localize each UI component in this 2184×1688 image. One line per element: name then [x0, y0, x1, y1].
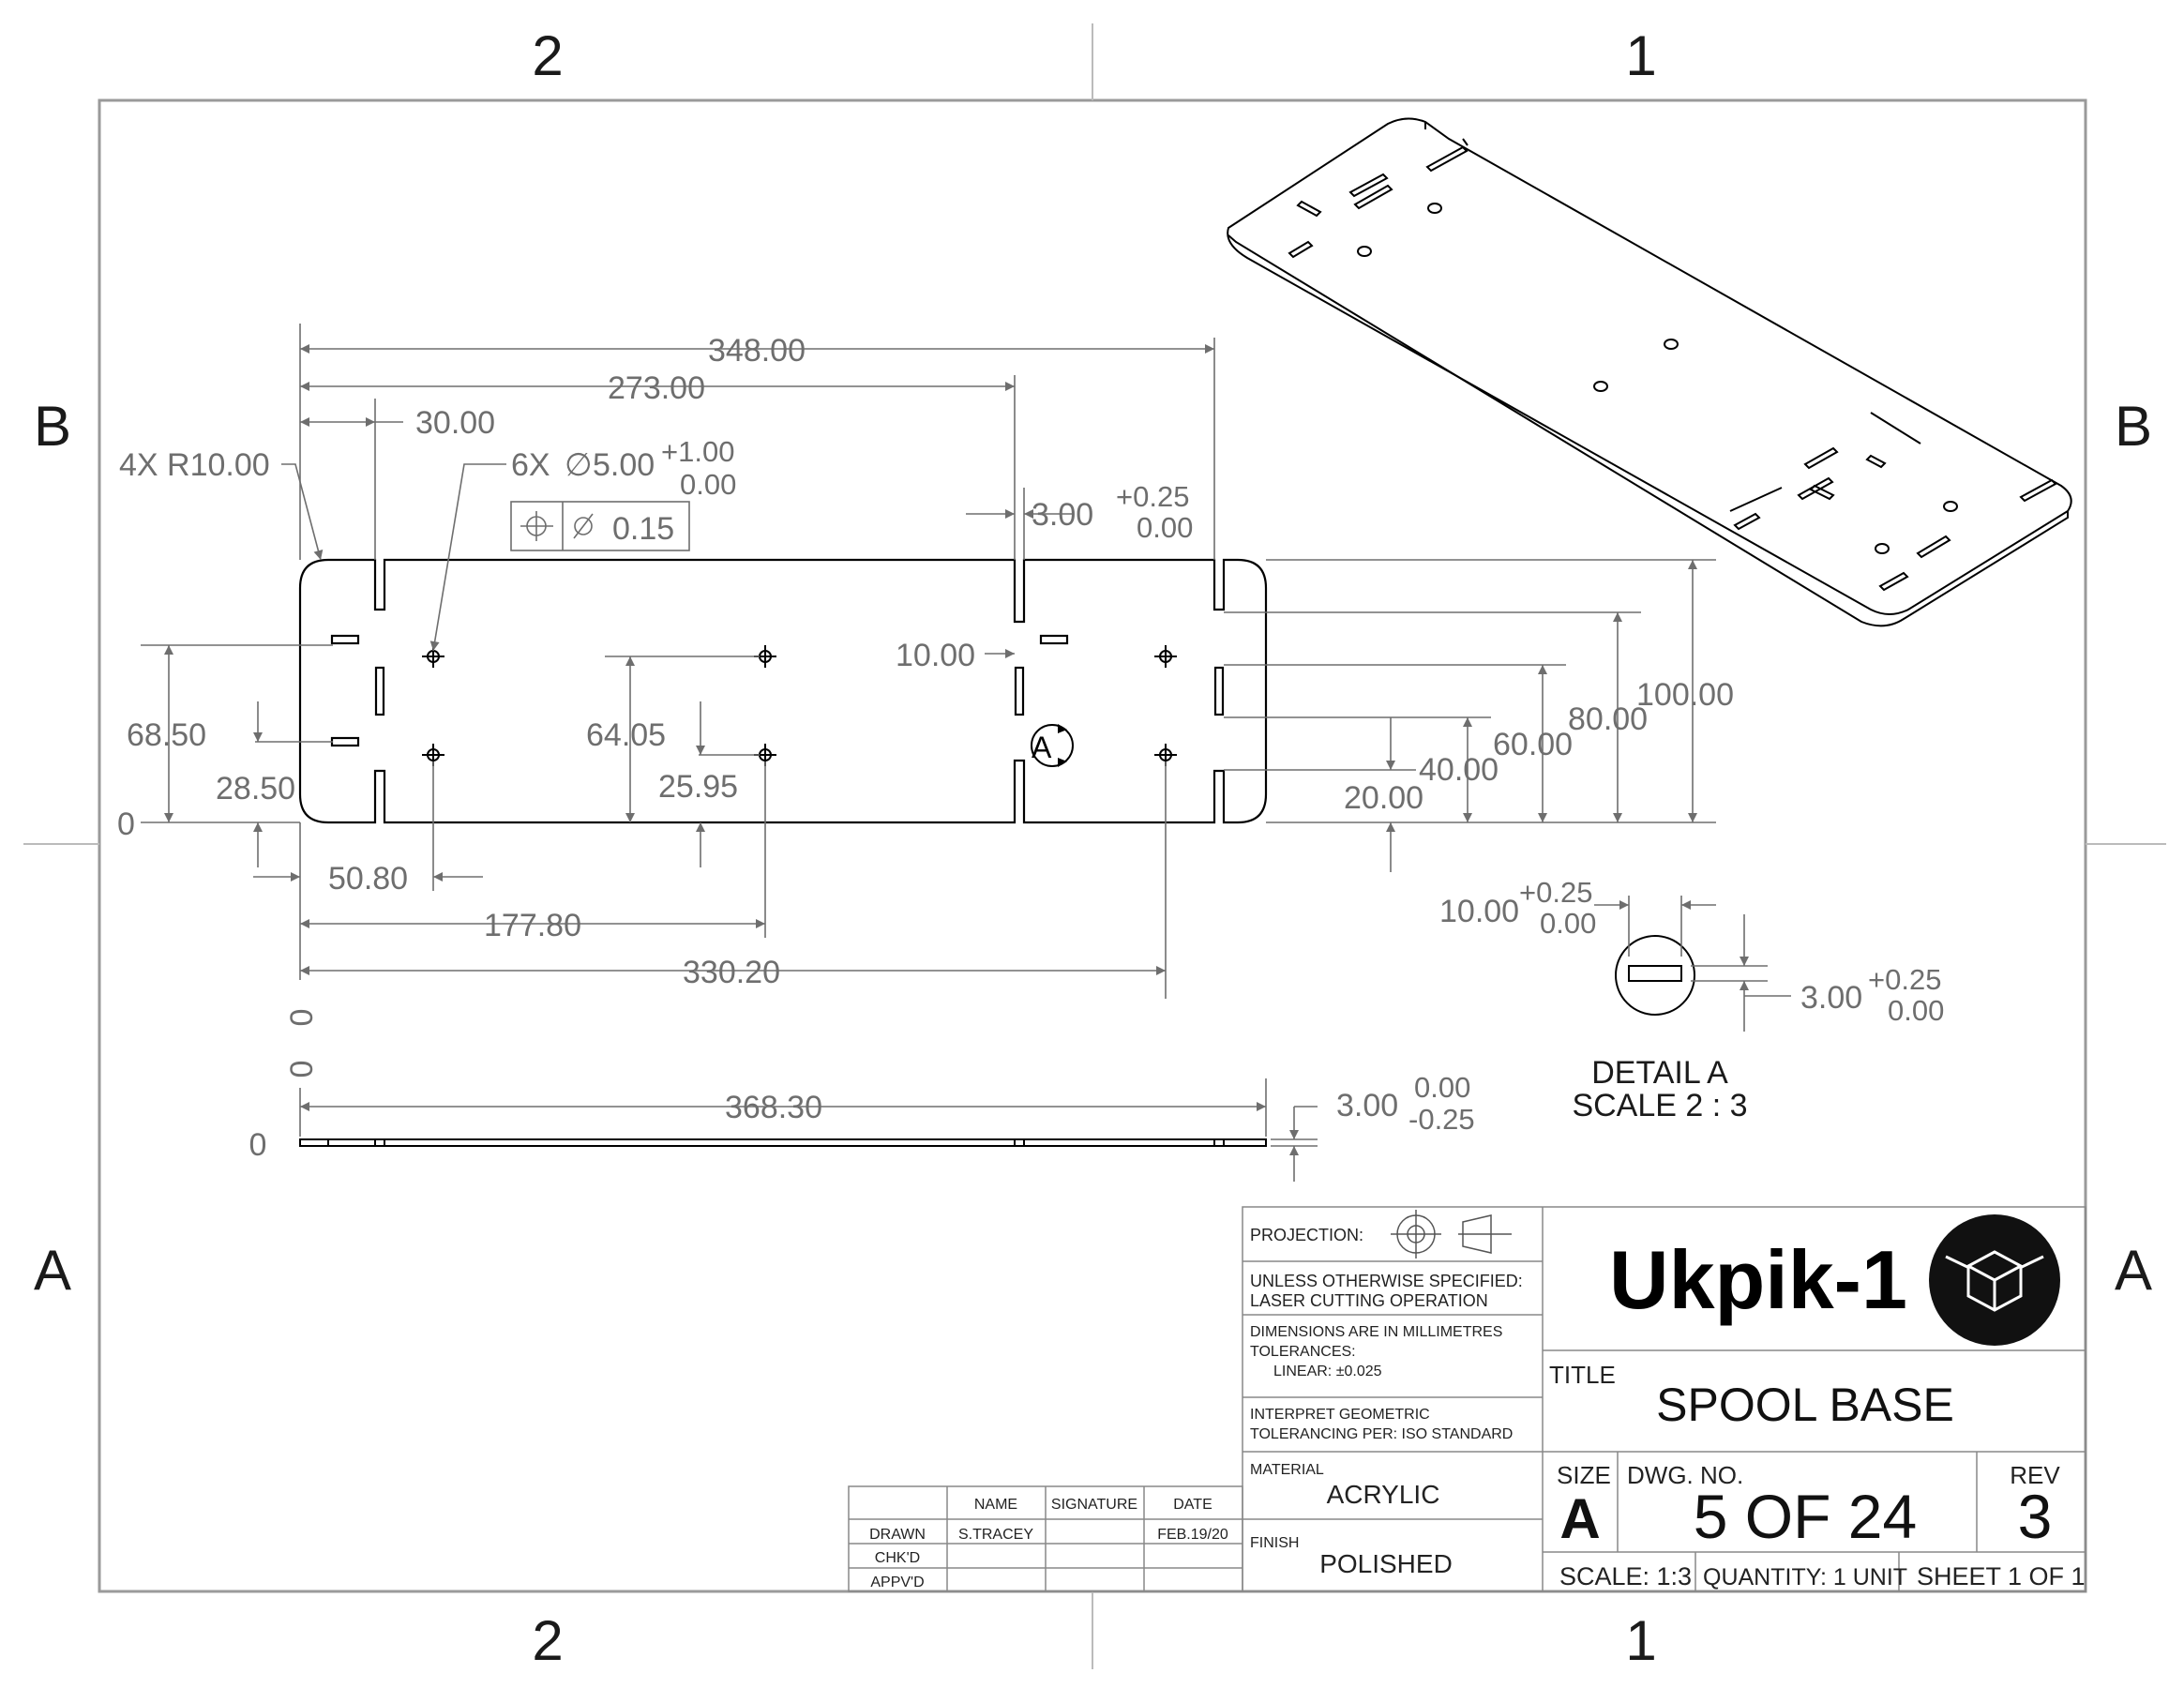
side-zero-a: 0: [284, 1009, 320, 1027]
zone-left-a: A: [34, 1239, 71, 1302]
dim-x-177-80: 177.80: [484, 908, 581, 943]
company-logo: [1929, 1214, 2060, 1346]
dwg-label: DWG. NO.: [1627, 1461, 1743, 1489]
detail-height: 3.00: [1800, 980, 1862, 1016]
finish-label: FINISH: [1250, 1535, 1299, 1551]
dims-line1: DIMENSIONS ARE IN MILLIMETRES: [1250, 1324, 1502, 1340]
detail-width: 10.00: [1439, 894, 1519, 929]
side-thickness-tol-lower: -0.25: [1408, 1103, 1475, 1136]
side-zero-c: 0: [249, 1127, 267, 1163]
detail-a-callout: A: [1031, 724, 1074, 767]
interpret-line1: INTERPRET GEOMETRIC: [1250, 1407, 1430, 1423]
dim-r-40: 40.00: [1419, 752, 1499, 788]
dim-position-tol: 0.15: [612, 511, 674, 547]
dim-overall-length: 348.00: [708, 333, 806, 369]
dim-hole-callout: 6X: [511, 447, 550, 483]
projection-icon: [1391, 1210, 1512, 1258]
detail-a-view: [1594, 896, 1791, 1032]
dim-slot-width-tol-lower: 0.00: [1137, 511, 1193, 544]
zone-top-2: 2: [532, 24, 563, 87]
detail-width-tol-lower: 0.00: [1540, 907, 1596, 940]
title-block: [848, 1206, 2086, 1592]
approval-row-label: CHK'D: [875, 1550, 920, 1566]
zone-right-a: A: [2115, 1239, 2152, 1302]
detail-width-tol-upper: +0.25: [1519, 876, 1592, 909]
dim-x-50-80: 50.80: [328, 861, 408, 897]
dim-slot-position: 273.00: [608, 370, 705, 406]
position-tolerance-frame: [510, 501, 690, 551]
title-label: TITLE: [1549, 1361, 1616, 1389]
approval-row-name: S.TRACEY: [958, 1527, 1033, 1543]
dims-line3: LINEAR: ±0.025: [1273, 1364, 1382, 1379]
side-view-plate: [299, 1138, 1267, 1147]
side-zero-b: 0: [284, 1061, 320, 1078]
rev-value: 3: [2018, 1482, 2053, 1551]
dim-hole-tol-lower: 0.00: [680, 468, 736, 501]
isometric-view: [1227, 117, 2072, 627]
interpret-line2: TOLERANCING PER: ISO STANDARD: [1250, 1426, 1513, 1442]
size-value: A: [1559, 1487, 1600, 1550]
side-length: 368.30: [725, 1090, 822, 1125]
dim-y-64-05: 64.05: [586, 717, 666, 753]
dim-y-25-95: 25.95: [658, 769, 738, 805]
dim-first-slot: 30.00: [415, 405, 495, 441]
dimension-lines: [141, 324, 1716, 999]
zone-top-1: 1: [1625, 24, 1656, 87]
dim-slot-width-tol-upper: +0.25: [1116, 480, 1189, 513]
side-view-dimensions: [299, 1078, 1318, 1182]
size-label: SIZE: [1557, 1461, 1611, 1489]
dim-r-20: 20.00: [1344, 780, 1423, 816]
approval-header-date: DATE: [1173, 1497, 1212, 1513]
diameter-symbol: ∅: [565, 447, 593, 483]
unless-line2: LASER CUTTING OPERATION: [1250, 1291, 1488, 1310]
detail-scale: SCALE 2 : 3: [1572, 1088, 1747, 1123]
dim-corner-radius: 4X R10.00: [119, 447, 270, 483]
zone-left-b: B: [34, 395, 71, 458]
side-thickness-tol-upper: 0.00: [1414, 1071, 1470, 1104]
scale-field: SCALE: 1:3: [1559, 1562, 1692, 1590]
dwg-number: 5 OF 24: [1694, 1482, 1917, 1551]
mounting-holes: [422, 645, 1177, 766]
material-value: ACRYLIC: [1327, 1480, 1440, 1509]
material-label: MATERIAL: [1250, 1462, 1324, 1478]
detail-a-callout-letter: A: [1032, 731, 1052, 764]
projection-label: PROJECTION:: [1250, 1226, 1363, 1244]
unless-line1: UNLESS OTHERWISE SPECIFIED:: [1250, 1272, 1523, 1290]
approval-header-name: NAME: [974, 1497, 1017, 1513]
detail-label: DETAIL A: [1591, 1055, 1728, 1091]
dim-r-80: 80.00: [1568, 701, 1648, 737]
zone-bottom-2: 2: [532, 1609, 563, 1672]
dim-y-0: 0: [117, 806, 135, 842]
finish-value: POLISHED: [1319, 1549, 1453, 1578]
detail-height-tol-lower: 0.00: [1888, 994, 1944, 1027]
dim-slot-10: 10.00: [896, 638, 975, 673]
side-thickness: 3.00: [1336, 1088, 1398, 1123]
approval-header-signature: SIGNATURE: [1051, 1497, 1137, 1513]
approval-row-date: FEB.19/20: [1157, 1527, 1228, 1543]
dim-slot-width: 3.00: [1032, 497, 1093, 533]
approval-row-label: DRAWN: [869, 1527, 926, 1543]
approval-row-label: APPV'D: [870, 1575, 924, 1590]
dim-y-68-50: 68.50: [127, 717, 206, 753]
quantity-field: QUANTITY: 1 UNIT: [1703, 1564, 1907, 1590]
zone-bottom-1: 1: [1625, 1609, 1656, 1672]
company-name: Ukpik-1: [1609, 1233, 1907, 1326]
top-view-plate: [298, 558, 1268, 824]
dim-r-60: 60.00: [1493, 727, 1573, 762]
dim-r-100: 100.00: [1636, 677, 1734, 713]
zone-right-b: B: [2115, 395, 2152, 458]
dim-hole-tol-upper: +1.00: [661, 435, 734, 468]
dim-x-330-20: 330.20: [683, 955, 780, 990]
dims-line2: TOLERANCES:: [1250, 1344, 1356, 1360]
dim-y-28-50: 28.50: [216, 771, 295, 806]
rev-label: REV: [2010, 1461, 2060, 1489]
dim-hole-dia: 5.00: [593, 447, 655, 483]
sheet-field: SHEET 1 OF 1: [1917, 1562, 2086, 1590]
detail-height-tol-upper: +0.25: [1868, 963, 1941, 996]
drawing-title: SPOOL BASE: [1656, 1379, 1954, 1431]
